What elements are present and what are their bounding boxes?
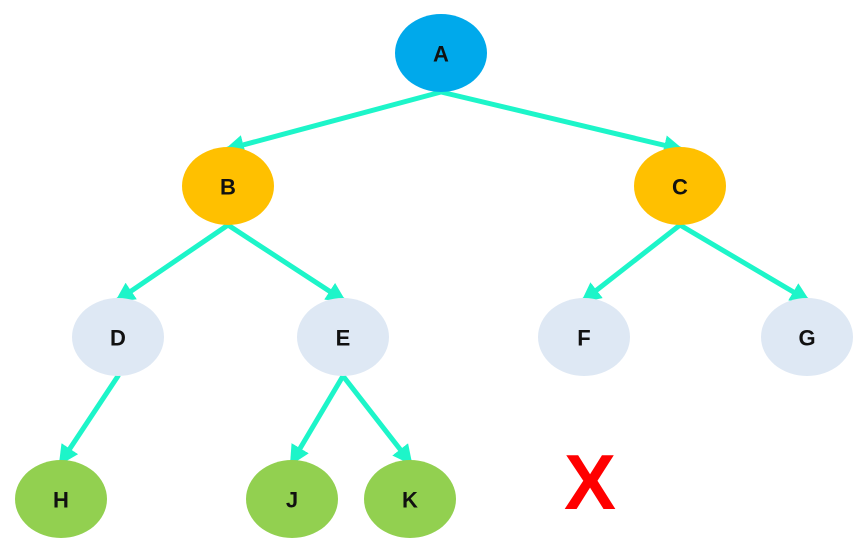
node-f-shape — [538, 298, 630, 376]
node-d: D — [72, 298, 164, 376]
node-h: H — [15, 460, 107, 538]
node-k-label: K — [402, 488, 418, 513]
edge-b-e — [225, 222, 347, 303]
node-c-label: C — [672, 175, 688, 200]
node-h-label: H — [53, 488, 69, 513]
node-f-label: F — [577, 326, 590, 351]
edge-c-f — [580, 222, 683, 303]
node-e: E — [297, 298, 389, 376]
node-b: B — [182, 147, 274, 225]
node-h-shape — [15, 460, 107, 538]
node-e-shape — [297, 298, 389, 376]
node-g: G — [761, 298, 853, 376]
node-b-shape — [182, 147, 274, 225]
node-d-label: D — [110, 326, 126, 351]
edge-b-d — [114, 222, 231, 303]
node-k: K — [364, 460, 456, 538]
node-a-label: A — [433, 42, 449, 67]
node-e-label: E — [336, 326, 351, 351]
cross-mark: X — [564, 438, 616, 526]
edge-d-h — [58, 373, 121, 466]
edge-c-g — [677, 222, 811, 303]
edge-a-c — [438, 89, 684, 156]
edge-e-k — [340, 373, 413, 466]
edge-a-b — [224, 89, 444, 155]
node-k-shape — [364, 460, 456, 538]
node-c-shape — [634, 147, 726, 225]
node-f: F — [538, 298, 630, 376]
node-d-shape — [72, 298, 164, 376]
node-j-shape — [246, 460, 338, 538]
nodes-layer: A B C D E F G H J K — [15, 14, 853, 538]
node-a: A — [395, 14, 487, 92]
node-a-shape — [395, 14, 487, 92]
node-c: C — [634, 147, 726, 225]
node-j: J — [246, 460, 338, 538]
edge-e-j — [289, 373, 346, 466]
edges-layer — [58, 89, 811, 466]
node-b-label: B — [220, 175, 236, 200]
node-j-label: J — [286, 488, 298, 513]
node-g-label: G — [798, 326, 815, 351]
node-g-shape — [761, 298, 853, 376]
